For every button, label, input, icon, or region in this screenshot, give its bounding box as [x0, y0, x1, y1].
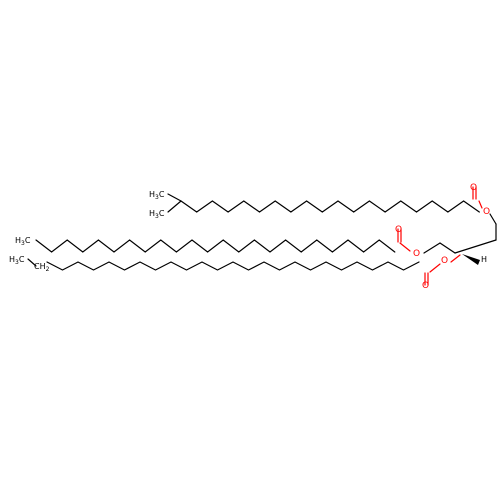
svg-text:H3C: H3C: [9, 255, 25, 266]
atom-label-layer: H3C H3C O O H3C O O H3C CH2 O O H: [9, 183, 490, 291]
atom-label-ester-oxygen-1: O: [483, 207, 490, 217]
bond-glycerol-center: [454, 239, 497, 254]
svg-text:H3C: H3C: [149, 209, 165, 220]
atom-label-stereo-hydrogen: H: [481, 255, 487, 264]
svg-text:H3C: H3C: [149, 190, 165, 201]
bond-ester-bottom: [429, 263, 441, 273]
atom-label-carbonyl-oxygen-3: O: [422, 281, 429, 291]
bond-layer: [27, 186, 497, 286]
atom-label-methyl-middle: H3C: [15, 236, 31, 247]
chain-top: [180, 200, 480, 213]
atom-label-methyl-top-2: H3C: [149, 209, 165, 220]
bond-glycerol-mid-2: [439, 242, 456, 254]
bond-ester-mid: [399, 242, 411, 252]
bond-ester-bottom-2: [450, 254, 461, 263]
bond-glycerol-top: [489, 213, 497, 225]
chain-middle: [35, 239, 396, 253]
bond-ester-top: [478, 200, 483, 209]
atom-label-carbonyl-oxygen-1: O: [470, 183, 477, 193]
bond-glycerol-mid: [423, 242, 441, 254]
atom-label-ester-oxygen-2: O: [413, 249, 420, 259]
bond-ethyl-a: [27, 258, 37, 267]
bond-methyl-top-1: [167, 193, 182, 202]
bond-methyl-top-2: [167, 200, 182, 213]
stereo-wedge-bond: [462, 254, 480, 265]
atom-label-methylene-bottom: CH2: [34, 262, 50, 273]
atom-label-methyl-bottom: H3C: [9, 255, 25, 266]
atom-label-carbonyl-oxygen-2: O: [395, 225, 402, 235]
atom-label-ester-oxygen-3: O: [441, 256, 448, 266]
chain-bottom: [46, 261, 420, 271]
atom-label-methyl-top-1: H3C: [149, 190, 165, 201]
svg-text:H3C: H3C: [15, 236, 31, 247]
